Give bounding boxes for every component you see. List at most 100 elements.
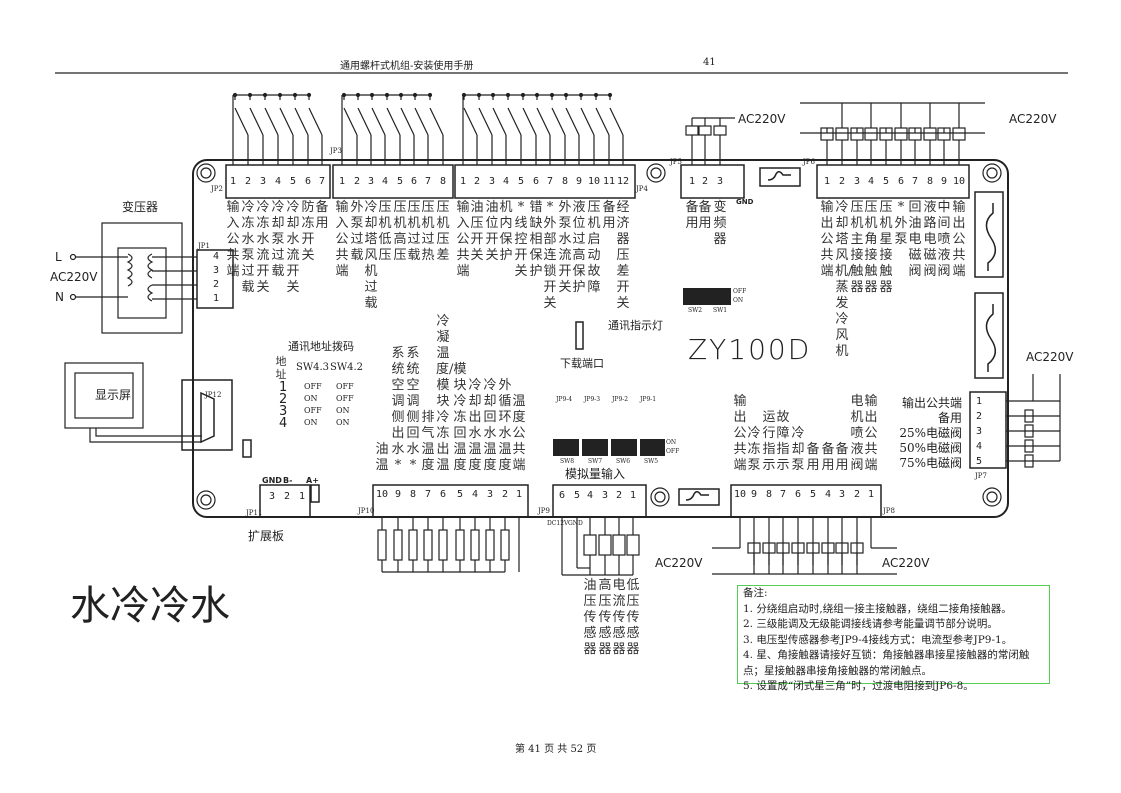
notes-box: 备注: 1. 分绕组启动时,绕组一接主接触器，绕组二接角接触器。2. 三级能调及… (737, 585, 1050, 692)
sw2-tag: SW2 (688, 307, 703, 314)
jp12-tag: JP12 (205, 391, 222, 399)
ac-voltage-left: AC220V (50, 270, 98, 284)
jp4-pin-1-label: 输入公共端 (456, 200, 470, 279)
jp10-pin-number: 8 (409, 489, 417, 500)
jp4-pin-number: 12 (617, 176, 630, 187)
jp7-label: 75%电磁阀 (899, 456, 962, 470)
jp1-pin-number: 3 (212, 265, 220, 276)
jp11-tag: JP11 (246, 509, 263, 517)
jp10-pin-10-label: 油温 (375, 442, 389, 473)
jp3-pin-6-label: 压机过载 (407, 200, 421, 263)
jp8-pin-number: 1 (867, 489, 875, 500)
jp8-pin-5-label: 备用 (806, 442, 820, 473)
board-model: ZY100D (688, 333, 812, 366)
sw43-value: OFF (304, 406, 322, 415)
jp4-pin-5-label: *线控开关 (514, 200, 528, 279)
jp11-gnd: GND (262, 476, 282, 485)
jp6-pin-number: 5 (882, 176, 890, 187)
jp6-pin-5-label: 压机星接触器 (879, 200, 893, 295)
sw6-tag: SW6 (616, 458, 631, 465)
jp9-pin-number: 1 (629, 490, 637, 501)
jp8-pin-number: 7 (779, 489, 787, 500)
jp9-pin-number: 2 (615, 490, 623, 501)
jp2-pin-3-label: 冷冻水流开关 (256, 200, 270, 295)
jp8-pin-3-label: 备用 (835, 442, 849, 473)
jp9-pin-number: 4 (586, 490, 594, 501)
jp4-pin-number: 3 (488, 176, 496, 187)
jp9-sensor-label: 高压传感器 (598, 578, 612, 657)
jp6-pin-number: 1 (823, 176, 831, 187)
jp9-sensor-label: 电流传感器 (612, 578, 626, 657)
sw42-value: ON (336, 418, 350, 427)
jp3-pin-8-label: 压机压差 (436, 200, 450, 263)
jp1-pin-number: 1 (212, 293, 220, 304)
address-value: 2 (279, 392, 288, 407)
jp9-pin-number: 3 (601, 490, 609, 501)
jp5-pin-number: 1 (688, 176, 696, 187)
jp6-pin-number: 3 (853, 176, 861, 187)
jp4-pin-number: 7 (546, 176, 554, 187)
jp2-pin-6-label: 防冻开关 (301, 200, 315, 263)
jp2-pin-number: 1 (229, 176, 237, 187)
jp6-pin-number: 2 (838, 176, 846, 187)
jp8-pin-7-label: 故障指示 (776, 410, 790, 473)
transformer-label: 变压器 (122, 200, 159, 214)
jp2-pin-number: 4 (274, 176, 282, 187)
jp3-pin-number: 3 (367, 176, 375, 187)
sw1-tag: SW1 (713, 307, 728, 314)
mounting-holes (196, 163, 1002, 510)
ac-voltage-jp8-left: AC220V (655, 556, 703, 570)
ac-l-label: L (55, 250, 62, 264)
jp4-tag: JP4 (636, 185, 648, 193)
jp7-label: 备用 (937, 411, 962, 425)
footer-page-info: 第 41 页 共 52 页 (515, 744, 597, 755)
jp2-pin-number: 7 (318, 176, 326, 187)
dip-on-label: ON (733, 297, 744, 304)
dip-switch-sw8-sw5[interactable] (553, 439, 665, 456)
jp2-pin-7-label: 备用 (315, 200, 329, 231)
header-title: 通用螺杆式机组-安装使用手册 (340, 61, 474, 72)
jp6-pin-10-label: 输出公共端 (952, 200, 966, 279)
jp4-pin-12-label: 经济器压差开关 (616, 200, 630, 311)
jp6-pin-3-label: 压机主接触器 (850, 200, 864, 295)
jp10-pin-number: 10 (376, 489, 389, 500)
ac-voltage-jp7: AC220V (1026, 350, 1074, 364)
jp10-pin-number: 7 (424, 489, 432, 500)
jp2-pin-number: 3 (259, 176, 267, 187)
sw43-value: ON (304, 394, 318, 403)
jp10-pin-number: 6 (439, 489, 447, 500)
jp8-pin-number: 4 (824, 489, 832, 500)
jp8-pin-number: 2 (853, 489, 861, 500)
address-value: 4 (279, 416, 288, 431)
jp7-pin-number: 4 (975, 441, 983, 452)
jp7-pin-number: 1 (975, 396, 983, 407)
jp7-label: 50%电磁阀 (899, 441, 962, 455)
jp3-pin-number: 4 (381, 176, 389, 187)
jp10-pin-8-label: 系统空调侧回水* (406, 346, 420, 473)
sw42-value: OFF (336, 394, 354, 403)
jp2-pin-1-label: 输入公共端 (226, 200, 240, 279)
jp7-pin-number: 3 (975, 426, 983, 437)
jp5-pin-number: 3 (716, 176, 724, 187)
notes-title: 备注: (743, 587, 768, 599)
jp1-pin-number: 2 (212, 279, 220, 290)
jp10-pin-7-label: 排气温度 (421, 410, 435, 473)
dip-switch-sw2-sw1[interactable] (683, 288, 731, 305)
jp8-pin-10-label: 输出公共端 (733, 394, 747, 473)
display-label: 显示屏 (95, 388, 132, 402)
header-page-number: 41 (703, 57, 716, 68)
jp6-pin-9-label: 中间喷液阀 (937, 200, 951, 279)
jp6-pin-8-label: 液路电磁阀 (923, 200, 937, 279)
jp4-pin-number: 1 (459, 176, 467, 187)
jp8-tag: JP8 (883, 507, 895, 515)
jp9-2-tag: JP9-2 (612, 396, 629, 403)
jp4-pin-number: 9 (575, 176, 583, 187)
jp5-pin-2-label: 备用 (698, 200, 712, 231)
jp8-pin-4-label: 备用 (821, 442, 835, 473)
jp9-sensor-label: 低压传感器 (626, 578, 640, 657)
jp5-tag: JP5 (670, 158, 682, 166)
jp4-pin-4-label: 机内保护 (499, 200, 513, 263)
jp10-tag: JP10 (358, 507, 375, 515)
ac-voltage-jp6: AC220V (1009, 112, 1057, 126)
